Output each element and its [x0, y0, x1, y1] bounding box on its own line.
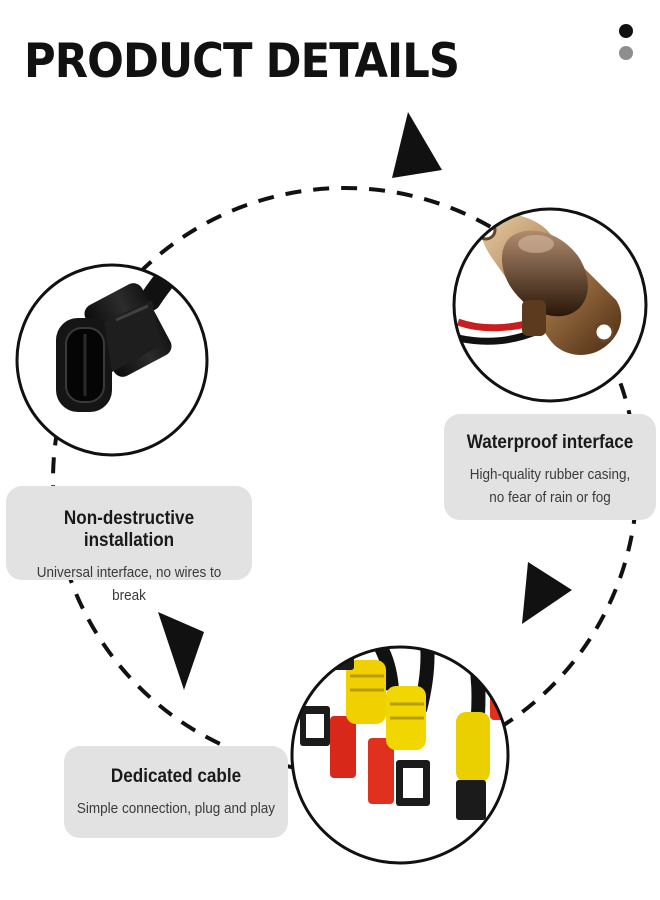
male-plug-connector-icon — [17, 265, 207, 455]
flange-mount-connector-icon — [454, 209, 646, 401]
feature-card-non-destructive: Non-destructive installation Universal i… — [6, 486, 252, 604]
waterproof-connector-cluster-icon — [292, 647, 508, 863]
image-pager[interactable] — [618, 24, 634, 68]
pager-dot-1[interactable] — [619, 24, 633, 38]
feature-description-line: High-quality rubber casing, — [469, 466, 631, 483]
pager-dot-2[interactable] — [619, 46, 633, 60]
feature-title: Non-destructive installation — [63, 508, 195, 551]
arrow-head-icon — [158, 612, 204, 690]
feature-description-line: no fear of rain or fog — [489, 488, 611, 506]
arrow-head-icon — [522, 562, 572, 624]
feature-title: Waterproof interface — [466, 432, 634, 453]
arrow-head-icon — [392, 112, 442, 178]
feature-description-line: Universal interface, no wires to break — [36, 564, 222, 604]
page-title: PRODUCT DETAILS — [24, 34, 460, 89]
feature-card-dedicated-cable: Dedicated cable Simple connection, plug … — [64, 746, 288, 838]
feature-card-waterproof: Waterproof interface High-quality rubber… — [444, 414, 656, 520]
feature-description-line: Simple connection, plug and play — [76, 800, 276, 817]
feature-title: Dedicated cable — [110, 766, 242, 787]
